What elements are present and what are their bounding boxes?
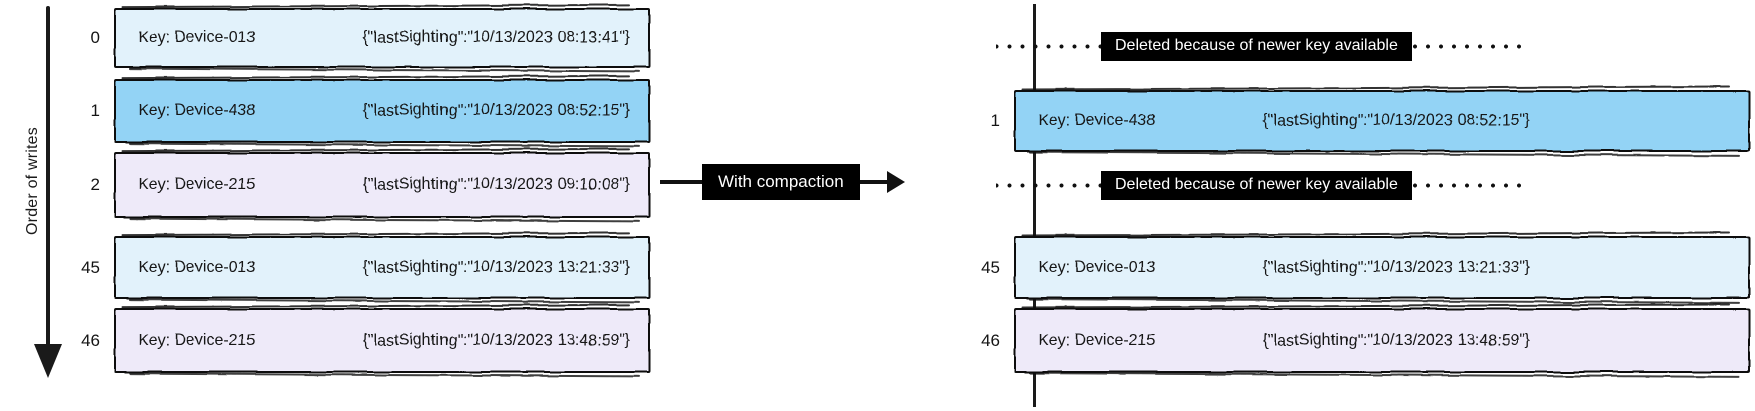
record-value: {"lastSighting":"10/13/2023 09:10:08"} [363,176,631,193]
record-row[interactable]: 2 Key: Device-215 {"lastSighting":"10/13… [60,152,650,218]
record-row[interactable]: 0 Key: Device-013 {"lastSighting":"10/13… [60,8,650,68]
record-box[interactable]: Key: Device-013 {"lastSighting":"10/13/2… [114,8,650,68]
arrow-right-icon [886,171,905,193]
record-box[interactable]: Key: Device-215 {"lastSighting":"10/13/2… [1014,308,1750,373]
record-index: 46 [981,330,1000,350]
record-key: Key: Device-215 [1038,331,1156,349]
record-row[interactable]: 45 Key: Device-013 {"lastSighting":"10/1… [60,236,650,299]
record-index: 0 [90,28,100,47]
record-key: Key: Device-438 [138,102,256,119]
dotted-leader-right [1411,182,1522,188]
dotted-leader-left [996,182,1101,188]
record-value: {"lastSighting":"10/13/2023 08:13:41"} [363,29,631,46]
record-value: {"lastSighting":"10/13/2023 13:48:59"} [363,331,631,349]
order-of-writes-axis: Order of writes [0,0,110,411]
record-key: Key: Device-438 [1038,112,1156,129]
record-key: Key: Device-215 [138,331,256,349]
record-row[interactable]: 1 Key: Device-438 {"lastSighting":"10/13… [60,79,650,143]
transition-line-left [660,180,702,184]
record-key: Key: Device-013 [138,258,256,276]
record-row[interactable]: 45 Key: Device-013 {"lastSighting":"10/1… [960,236,1750,299]
panel-divider [1033,4,1036,407]
record-key: Key: Device-013 [1038,258,1156,276]
record-index: 2 [90,175,100,194]
record-index: 46 [81,330,100,350]
record-box[interactable]: Key: Device-013 {"lastSighting":"10/13/2… [114,236,650,299]
record-value: {"lastSighting":"10/13/2023 08:52:15"} [363,102,631,119]
record-index: 45 [981,257,1000,277]
dotted-leader-left [996,43,1101,49]
deleted-banner: Deleted because of newer key available [996,31,1741,61]
record-index: 1 [90,101,100,120]
with-compaction-label: With compaction [702,164,860,200]
record-row[interactable]: 1 Key: Device-438 {"lastSighting":"10/13… [960,90,1750,152]
deleted-label: Deleted because of newer key available [1101,31,1412,61]
record-box[interactable]: Key: Device-438 {"lastSighting":"10/13/2… [1014,90,1750,152]
record-index: 45 [81,257,100,277]
arrow-down-icon [34,6,62,378]
record-value: {"lastSighting":"10/13/2023 08:52:15"} [1263,112,1531,129]
record-index: 1 [990,111,1000,130]
record-row[interactable]: 46 Key: Device-215 {"lastSighting":"10/1… [60,308,650,373]
deleted-label: Deleted because of newer key available [1101,170,1412,200]
record-value: {"lastSighting":"10/13/2023 13:21:33"} [363,258,631,276]
after-compaction-panel: Deleted because of newer key available 1… [960,0,1755,411]
record-value: {"lastSighting":"10/13/2023 13:48:59"} [1263,331,1531,349]
record-row[interactable]: 46 Key: Device-215 {"lastSighting":"10/1… [960,308,1750,373]
record-box[interactable]: Key: Device-013 {"lastSighting":"10/13/2… [1014,236,1750,299]
record-value: {"lastSighting":"10/13/2023 13:21:33"} [1263,258,1531,276]
record-key: Key: Device-215 [138,176,256,193]
record-key: Key: Device-013 [138,29,256,46]
record-box[interactable]: Key: Device-215 {"lastSighting":"10/13/2… [114,308,650,373]
record-box[interactable]: Key: Device-438 {"lastSighting":"10/13/2… [114,79,650,143]
deleted-banner: Deleted because of newer key available [996,170,1741,200]
before-compaction-panel: 0 Key: Device-013 {"lastSighting":"10/13… [60,0,650,411]
with-compaction-transition: With compaction [660,160,1000,204]
record-box[interactable]: Key: Device-215 {"lastSighting":"10/13/2… [114,152,650,218]
transition-line-right [859,180,888,184]
dotted-leader-right [1411,43,1522,49]
